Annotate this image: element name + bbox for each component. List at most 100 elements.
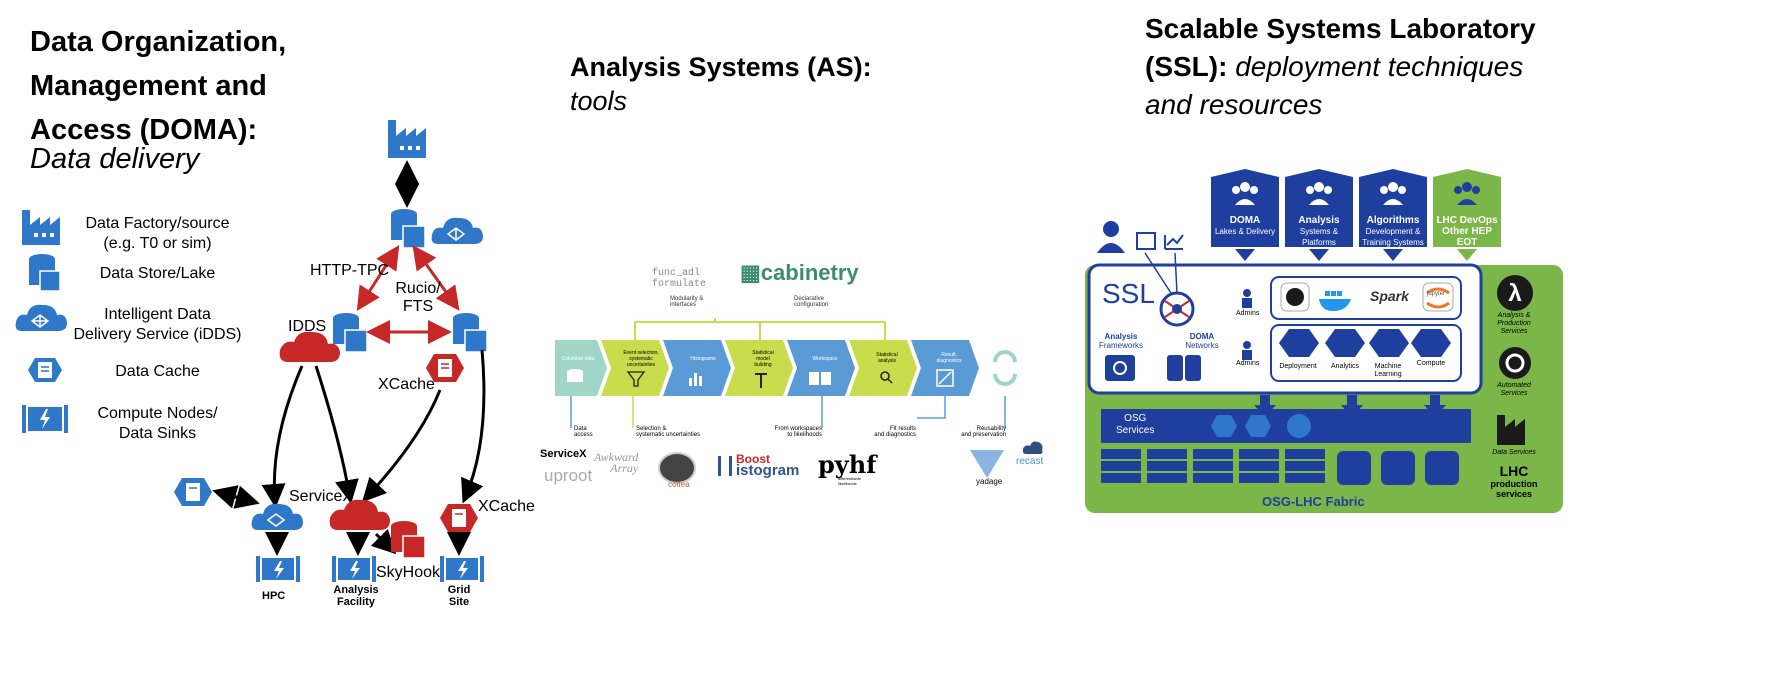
hex-doc-icon: [174, 478, 212, 506]
servicex-logo: ServiceX: [540, 448, 587, 460]
step-label-0: Columnar data: [561, 356, 595, 362]
badge-devops-text: LHC DevOps Other HEP EOT: [1433, 215, 1501, 248]
as-pipeline: [555, 318, 1017, 428]
label-line: production: [1490, 479, 1538, 489]
pipeline-step: [725, 340, 793, 396]
datastore-icon: [453, 313, 488, 353]
analysis-frameworks-label: Analysis Frameworks: [1098, 332, 1144, 350]
cabinetry-text: cabinetry: [760, 260, 859, 285]
legend-line: (e.g. T0 or sim): [103, 235, 212, 252]
admin-icon: [1242, 289, 1252, 308]
ssl-title: Scalable Systems Laboratory (SSL): deplo…: [1145, 10, 1536, 124]
label-line: Grid: [447, 584, 471, 596]
storage-icon: [1337, 451, 1459, 485]
ml-icon: [1369, 329, 1409, 357]
label-line: differentiable: [838, 476, 861, 481]
factory-icon: [1497, 415, 1525, 445]
badge-line: Other HEP: [1441, 226, 1492, 237]
jupyter-icon: [1422, 282, 1454, 312]
step-label-6: Result,diagnostics: [924, 352, 974, 364]
badge-title: Analysis: [1298, 215, 1340, 226]
step-label-4: Workspace: [812, 356, 838, 362]
legend-label-datastore: Data Store/Lake: [99, 265, 216, 282]
badge-line: EOT: [1456, 237, 1478, 248]
label-analysis-facility: Analysis Facility: [326, 584, 386, 608]
badge-title: DOMA: [1229, 215, 1261, 226]
hammer-icon: [755, 373, 767, 388]
legend-line: Intelligent Data: [104, 306, 211, 323]
label-line: Awkward: [594, 450, 639, 464]
badge-doma: [1211, 169, 1279, 261]
arrow: [412, 245, 460, 311]
compute-node-icon: [440, 556, 484, 582]
label-line: Array: [610, 461, 639, 475]
down-arrow-icon: [1424, 395, 1446, 417]
brain-cloud-icon: [251, 503, 303, 530]
network-icon: [1159, 291, 1195, 327]
ssl-title-line: Scalable Systems Laboratory: [1145, 13, 1536, 44]
automated-inner: [1505, 353, 1525, 373]
tool-label-compute: Compute: [1416, 360, 1446, 367]
badge-title: LHC DevOps: [1436, 215, 1498, 226]
label-line: building: [754, 362, 772, 368]
idds-cloud-icon: [279, 331, 340, 362]
document-icon: [809, 372, 831, 385]
arrow: [261, 365, 304, 508]
side-auto-label: Automated Services: [1490, 382, 1538, 398]
label-line: Data: [574, 426, 587, 432]
badge-analysis-text: Analysis Systems & Platforms: [1285, 215, 1353, 248]
frameworks-icon: [1105, 355, 1135, 381]
database-icon: [567, 369, 583, 382]
label-line: Frameworks: [1098, 341, 1143, 350]
user-icon: [1097, 221, 1125, 253]
compute-node-icon: [22, 405, 68, 433]
histogram-text: istogram: [736, 462, 800, 479]
legend-line: Data Sinks: [118, 425, 197, 442]
result-icon: [936, 369, 954, 387]
badge-line: Lakes & Delivery: [1214, 227, 1276, 236]
hex-doc-icon: [426, 354, 464, 382]
connector: [1144, 252, 1172, 294]
badge-doma-text: DOMA Lakes & Delivery: [1211, 215, 1279, 237]
legend-line: Data Factory/source: [85, 215, 230, 232]
pipeline-step: [601, 340, 669, 396]
label-http-tpc: HTTP-TPC: [310, 262, 390, 279]
arrow: [361, 389, 442, 503]
fabric-label: OSG-LHC Fabric: [1262, 494, 1365, 509]
label-line: LHC: [1499, 463, 1529, 479]
label-line: Services: [1500, 390, 1528, 397]
label-line: Result,: [941, 352, 957, 358]
label-line: services: [1495, 489, 1533, 499]
label-xcache-low: XCache: [478, 498, 535, 515]
service-icons: [1211, 414, 1311, 438]
admin-icon: [1242, 341, 1252, 360]
side-data-services-label: Data Services: [1492, 449, 1536, 456]
terminal-icon: [1136, 232, 1156, 250]
people-icon: [1380, 182, 1406, 205]
osg-services-label: OSG Services: [1116, 413, 1154, 437]
hex-doc-icon: [28, 358, 62, 382]
docker-icon: [1319, 291, 1351, 311]
gear-icon: [1113, 361, 1127, 375]
declarative-label: Declarative configuration: [794, 296, 828, 308]
step-label-2: Histograms: [690, 356, 716, 362]
ssl-logo: SSL: [1102, 278, 1155, 309]
label-line: to likelihoods: [787, 432, 822, 438]
func-adl-label: func_adl formulate: [652, 268, 706, 290]
github-icon: [1280, 282, 1310, 312]
boost-text: Boost: [736, 452, 770, 466]
filter-icon: [626, 371, 646, 387]
cabinetry-icon: ▦: [740, 260, 761, 285]
people-icon: [1306, 182, 1332, 205]
down-arrow-icon: [1341, 395, 1363, 417]
label-line: Selection &: [636, 426, 667, 432]
modularity-label: Modularity & interfaces: [670, 296, 703, 308]
label-line: and preservation: [961, 432, 1006, 438]
deployment-icon: [1279, 329, 1319, 357]
label-line: DOMA: [1189, 332, 1215, 341]
label-line: diagnostics: [936, 358, 962, 364]
label-grid-site: Grid Site: [441, 584, 477, 608]
